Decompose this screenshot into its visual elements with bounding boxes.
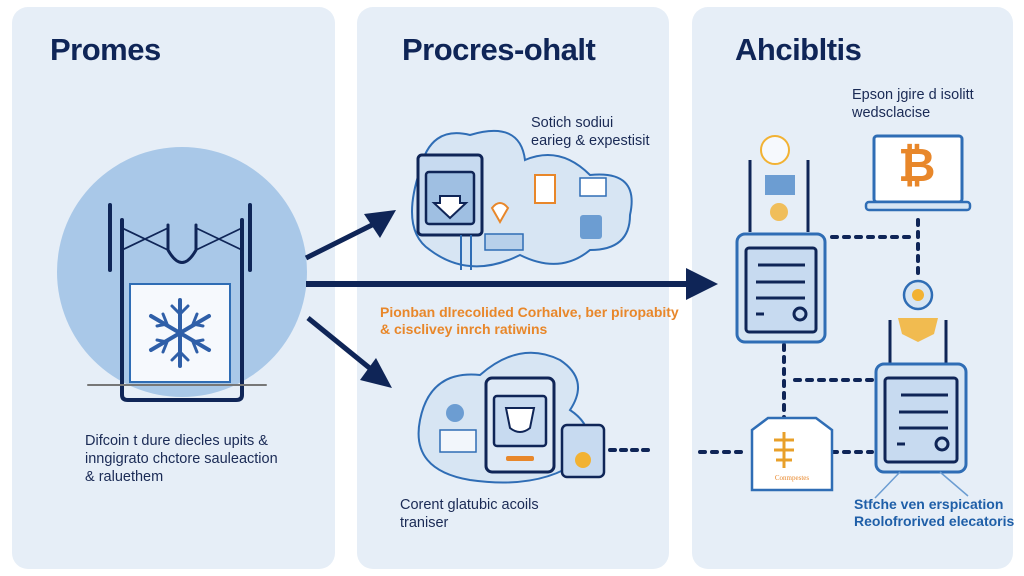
- badge-label: Conmpestes: [774, 474, 810, 482]
- flow-arrows: [304, 210, 718, 388]
- bitcoin-icon: ₿: [898, 139, 936, 191]
- caption-line: traniser: [400, 515, 449, 531]
- caption-line: Pionban dlrecolided Corhalve, ber piropa…: [380, 304, 679, 320]
- server-node-2: [874, 279, 969, 499]
- server-node-1: [735, 135, 827, 344]
- caption-process-center: Pionban dlrecolided Corhalve, ber piropa…: [380, 304, 679, 338]
- caption-line: Stfche ven erspication: [854, 496, 1004, 512]
- caption-line: earieg & expestisit: [531, 133, 650, 149]
- caption-line: Difcoin t dure diecles upits &: [85, 433, 268, 449]
- caption-line: Reolofrorived elecatoris: [854, 513, 1015, 529]
- server-unit: [560, 423, 606, 479]
- caption-abilities-top: Epson jgire d isolitt wedsclacise: [852, 86, 974, 122]
- background-circle: [57, 147, 307, 397]
- terminal-illustration: [417, 351, 606, 484]
- caption-line: wedsclacise: [852, 105, 931, 121]
- caption-line: Epson jgire d isolitt: [852, 87, 974, 103]
- snowflake-icon: [149, 298, 211, 368]
- panel-title-abilities: Ahcibltis: [735, 32, 862, 67]
- caption-line: Corent glatubic acoils: [400, 497, 539, 513]
- cloud-devices-illustration: [411, 129, 633, 270]
- info-icon: [446, 404, 464, 422]
- caption-process-bottom: Corent glatubic acoils traniser: [400, 496, 539, 532]
- panel-title-promes: Promes: [50, 32, 161, 67]
- shield-icon: [490, 202, 510, 225]
- caption-promes: Difcoin t dure diecles upits & inngigrat…: [85, 432, 278, 486]
- lock-icon: [580, 215, 602, 239]
- caption-line: & cisclivey inrch ratiwins: [380, 321, 548, 337]
- laptop-icon: [864, 134, 972, 212]
- caption-abilities-bottom: Stfche ven erspication Reolofrorived ele…: [854, 496, 1014, 530]
- panel-title-process: Procres-ohalt: [402, 32, 596, 67]
- coin-icon: [575, 452, 591, 468]
- dotted-connectors: [698, 218, 920, 454]
- document-icon: [534, 174, 556, 204]
- caption-process-top: Sotich sodiui earieg & expestisit: [531, 114, 649, 150]
- caption-line: & raluethem: [85, 469, 164, 485]
- arrow-up-right: [304, 219, 380, 261]
- download-arrow-icon: [431, 195, 469, 220]
- freezer-icon: [87, 203, 267, 402]
- certificate-badge: [750, 416, 834, 492]
- caption-line: inngigrato chctore sauleaction: [85, 451, 278, 467]
- caption-line: Sotich sodiui: [531, 115, 614, 131]
- arrow-down-right: [306, 316, 374, 372]
